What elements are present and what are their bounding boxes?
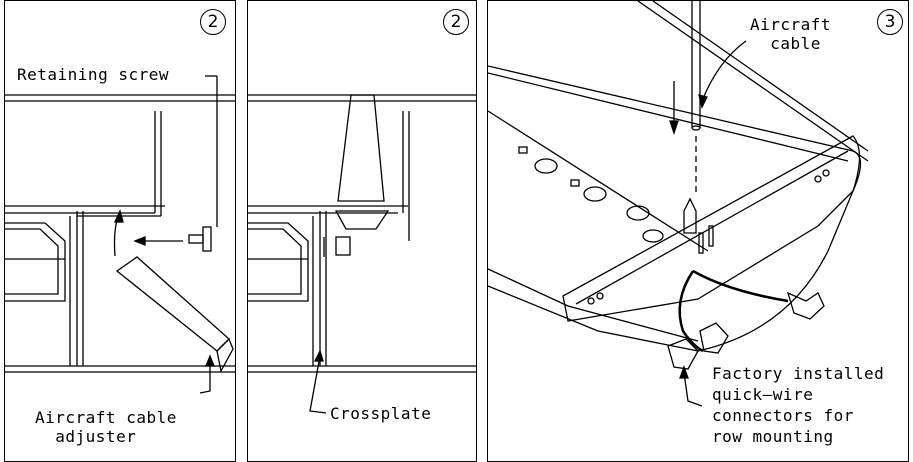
step-number: 3 [877,9,903,35]
crossplate-detail-drawing [248,94,476,414]
step-number: 2 [200,9,226,35]
step-number: 2 [443,9,469,35]
adjuster-detail-drawing [5,75,235,394]
retaining-screw-label: Retaining screw [17,65,169,84]
panel-step-2-crossplate: 2 Crossplate [247,0,477,462]
crossplate-label: Crossplate [330,404,432,423]
fixture-cable-drawing [488,1,869,407]
aircraft-cable-adjuster-label: Aircraft cable adjuster [35,408,177,446]
aircraft-cable-label: Aircraft cable [750,15,832,53]
panel-step-2-adjuster: 2 Retaining screw Aircraft cable adjuste… [4,0,236,462]
connectors-label: Factory installed quick—wire connectors … [712,364,885,446]
panel-step-3-cable: 3 Aircraft cable Factory installed quick… [487,0,909,462]
